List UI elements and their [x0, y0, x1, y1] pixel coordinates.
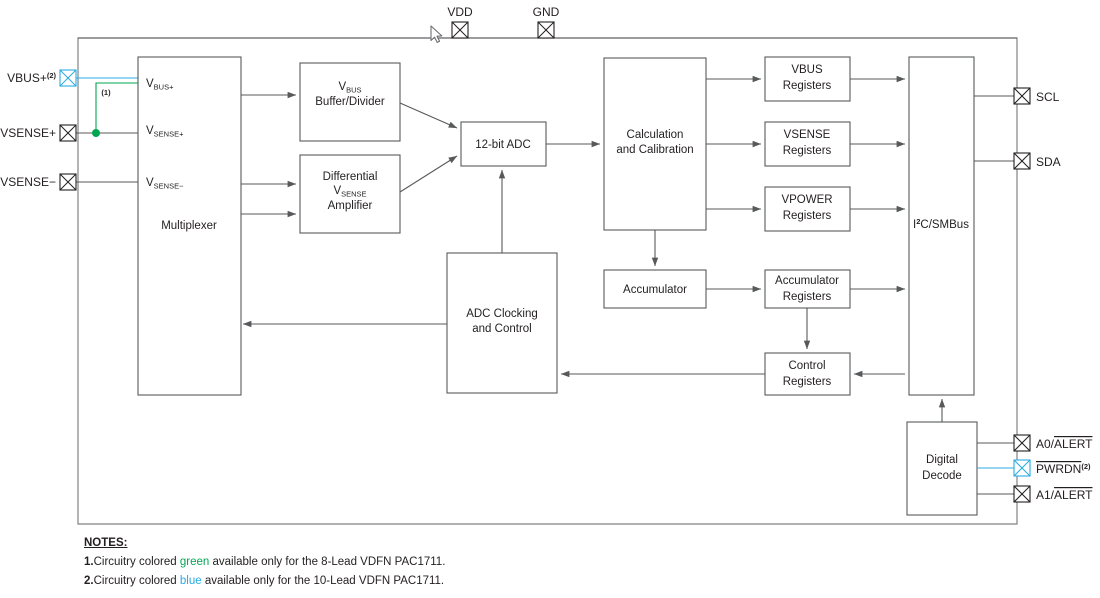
pin-label-a1-alert: A1/ALERT — [1036, 488, 1093, 502]
green-junction-dot — [92, 129, 100, 137]
block-differential-vsense-amplifier — [299, 154, 401, 234]
note-2-pre: Circuitry colored — [93, 575, 180, 587]
wire-diffamp-to-adc — [399, 155, 458, 193]
label-vsense-registers-line2: Registers — [783, 145, 832, 157]
label-12bit-adc: 12-bit ADC — [475, 139, 531, 151]
label-accumulator-registers-line1: Accumulator — [775, 275, 839, 287]
label-multiplexer: Multiplexer — [161, 220, 217, 232]
wire-vbusbuffer-to-adc — [399, 102, 458, 129]
label-calculation-line2: and Calibration — [616, 144, 693, 156]
label-vpower-registers-line1: VPOWER — [781, 194, 832, 206]
pad-a1-alert[interactable] — [1013, 485, 1031, 503]
block-vsense-registers — [764, 121, 851, 167]
note-1-post: available only for the 8-Lead VDFN PAC17… — [209, 556, 446, 568]
label-vbus-buffer-line2: Buffer/Divider — [315, 96, 385, 108]
notes-section: NOTES: 1.Circuitry colored green availab… — [84, 534, 445, 591]
label-diffamp-line1: Differential — [323, 171, 378, 183]
pad-vsense-minus[interactable] — [59, 173, 77, 191]
label-vsense-registers-line1: VSENSE — [784, 129, 831, 141]
label-control-registers-line2: Registers — [783, 376, 832, 388]
pin-label-a0-alert: A0/ALERT — [1036, 437, 1093, 451]
label-diffamp-line3: Amplifier — [328, 200, 373, 212]
label-digital-decode-line1: Digital — [926, 454, 958, 466]
block-multiplexer — [137, 56, 242, 396]
note-item-2: 2.Circuitry colored blue available only … — [84, 572, 445, 591]
pin-label-vbus-plus: VBUS+(2) — [7, 71, 56, 85]
pad-vbus-plus[interactable] — [59, 69, 77, 87]
block-vbus-buffer-divider — [299, 62, 401, 142]
block-accumulator-registers — [764, 269, 851, 309]
block-digital-decode — [906, 421, 978, 516]
pin-label-gnd: GND — [533, 5, 560, 19]
label-accumulator: Accumulator — [623, 284, 687, 296]
block-control-registers — [764, 352, 851, 396]
pad-sda[interactable] — [1013, 152, 1031, 170]
pad-vdd[interactable] — [451, 21, 469, 39]
pin-label-scl: SCL — [1036, 90, 1060, 104]
pin-label-pwrdn: PWRDN(2) — [1036, 462, 1091, 476]
label-calculation-line1: Calculation — [627, 129, 684, 141]
note-2-post: available only for the 10-Lead VDFN PAC1… — [201, 575, 445, 587]
label-vbus-registers-line2: Registers — [783, 80, 832, 92]
block-vbus-registers — [764, 56, 851, 102]
label-vpower-registers-line2: Registers — [783, 210, 832, 222]
pin-label-vsense-minus: VSENSE− — [0, 175, 56, 189]
label-mux-vbus-plus: VBUS+ — [146, 78, 174, 92]
block-12bit-adc — [460, 121, 547, 167]
pad-gnd[interactable] — [537, 21, 555, 39]
note-item-1: 1.Circuitry colored green available only… — [84, 553, 445, 572]
block-vpower-registers — [764, 186, 851, 232]
pad-a0-alert[interactable] — [1013, 434, 1031, 452]
label-adcclocking-line1: ADC Clocking — [466, 308, 538, 320]
block-i2c-smbus — [908, 56, 975, 396]
note-2-color-word: blue — [179, 575, 202, 587]
wire-green-branch — [95, 82, 138, 133]
notes-header: NOTES: — [84, 537, 128, 549]
block-accumulator — [603, 269, 707, 309]
label-digital-decode-line2: Decode — [922, 470, 962, 482]
note-2-number: 2. — [84, 575, 94, 587]
label-adcclocking-line2: and Control — [472, 323, 531, 335]
note-1-pre: Circuitry colored — [93, 556, 180, 568]
pad-vsense-plus[interactable] — [59, 124, 77, 142]
block-adc-clocking-and-control — [446, 252, 558, 394]
label-vbus-registers-line1: VBUS — [791, 64, 823, 76]
pin-label-vdd: VDD — [447, 5, 473, 19]
label-diffamp-line2: VSENSE — [333, 185, 366, 199]
mouse-pointer-icon — [430, 25, 443, 43]
note-1-number: 1. — [84, 556, 94, 568]
label-mux-vsense-plus: VSENSE+ — [146, 125, 184, 139]
pin-label-vsense-plus: VSENSE+ — [0, 126, 56, 140]
label-accumulator-registers-line2: Registers — [783, 291, 832, 303]
pin-label-sda: SDA — [1036, 155, 1061, 169]
pad-pwrdn[interactable] — [1013, 459, 1031, 477]
label-i2c-smbus: I2C/SMBus — [913, 217, 969, 231]
label-control-registers-line1: Control — [788, 360, 825, 372]
label-mux-vsense-minus: VSENSE− — [146, 177, 184, 191]
label-vbus-buffer-line1: VBUS — [338, 81, 361, 95]
note-1-color-word: green — [179, 556, 210, 568]
pad-scl[interactable] — [1013, 87, 1031, 105]
annotation-note-1: (1) — [101, 88, 111, 97]
